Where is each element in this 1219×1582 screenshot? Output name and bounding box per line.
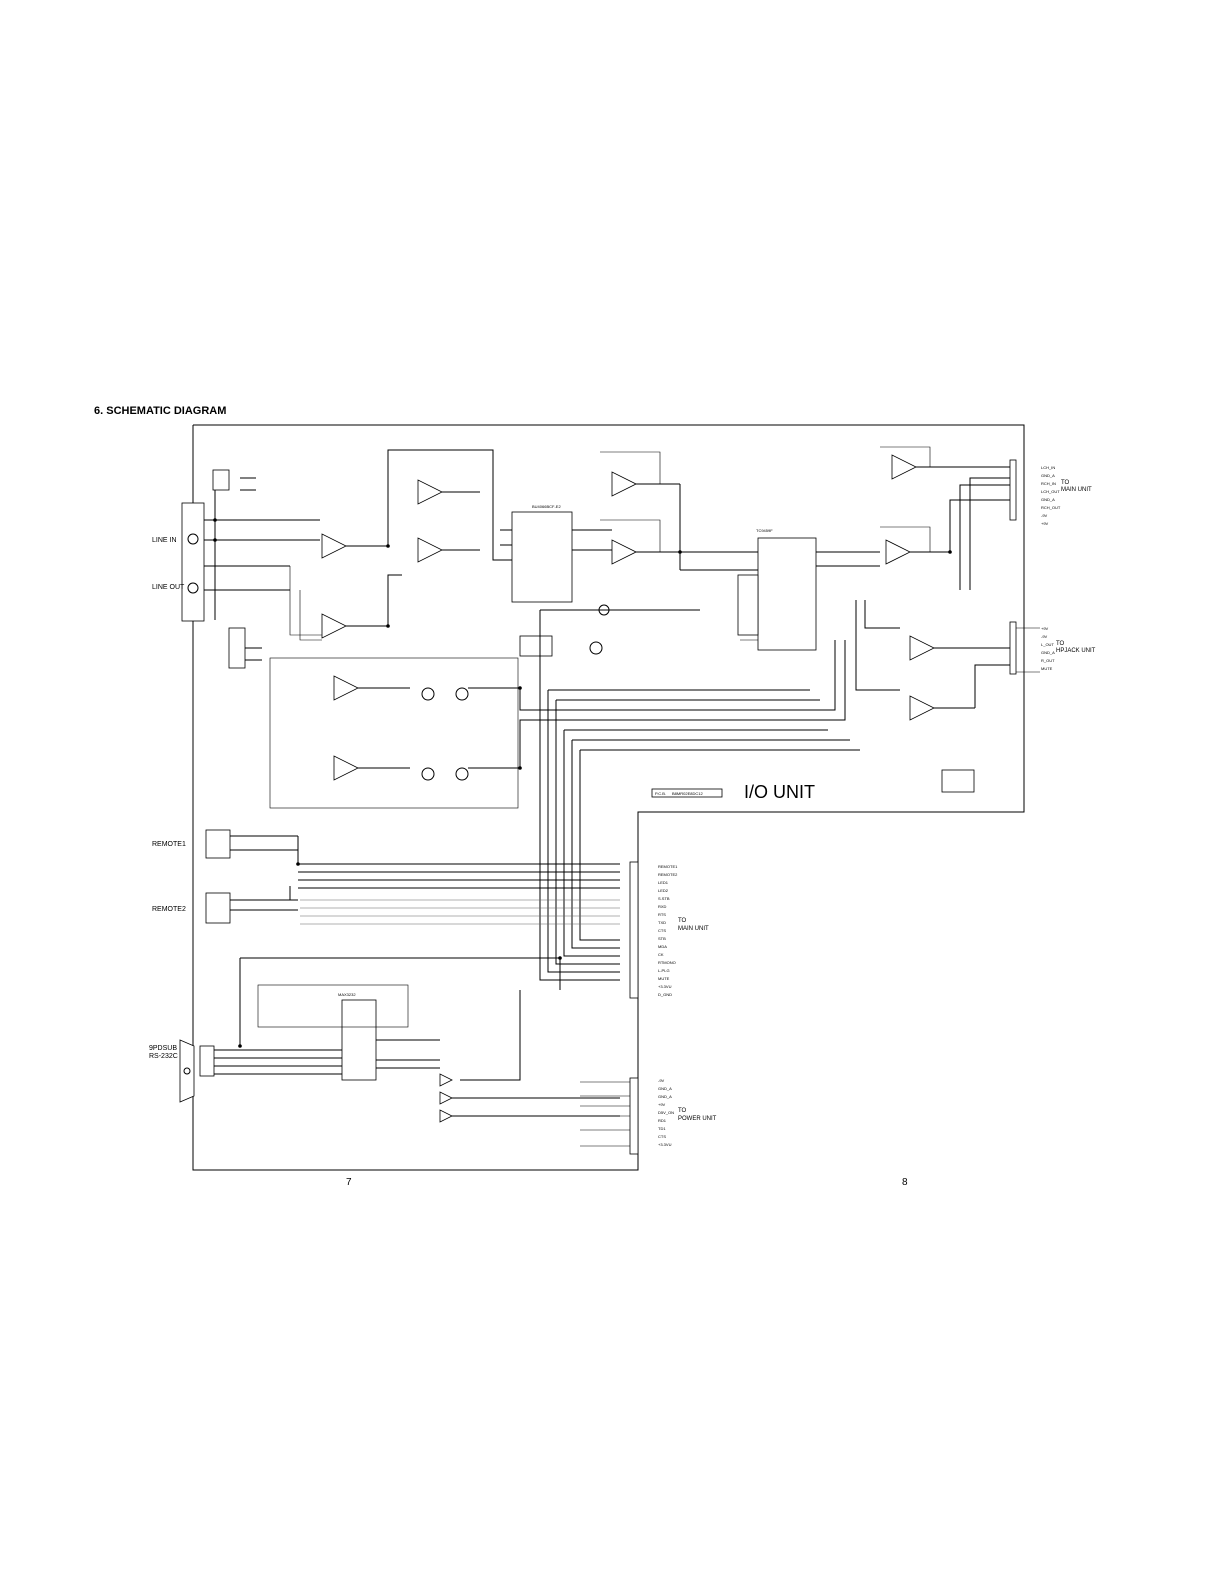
- j604-pin-7: RTS: [658, 912, 666, 917]
- rs232-section: MAX3232: [179, 958, 620, 1123]
- line-jack-block: [181, 469, 320, 669]
- connector-j610-pins: LCH_IN GND_A RCH_IN LCH_OUT GND_A RCH_OU…: [1041, 465, 1061, 526]
- headphone-section: [855, 600, 1040, 721]
- switch-ic-part: BU4066BCF-E2: [532, 504, 561, 509]
- j610-pin-7: -9V: [1041, 513, 1048, 518]
- j604-pin-9: CTS: [658, 928, 666, 933]
- connector-j604-pins: REMOTE1 REMOTE2 LED1 LED2 S.STB RXD RTS …: [658, 864, 678, 997]
- j610-pin-5: GND_A: [1041, 497, 1055, 502]
- connector-j605-pins: -9V GND_A GND_A +9V D5V_ON RD1 TD1 CTS +…: [658, 1078, 674, 1147]
- unit-title-block: P.C.B. B8MR02E8DC12 I/O UNIT: [651, 769, 975, 802]
- rs232-ic-part: MAX3232: [338, 992, 356, 997]
- pcb-part: B8MR02E8DC12: [672, 791, 703, 796]
- junction-dots: [213, 518, 952, 1048]
- rs232-label-2: RS-232C: [149, 1053, 178, 1060]
- j604-pin-16: +3.3VU: [658, 984, 672, 989]
- to-hp-2: HPJACK UNIT: [1056, 648, 1096, 654]
- j605-pin-4: +9V: [658, 1102, 666, 1107]
- j607-pin-5: R_OUT: [1041, 658, 1055, 663]
- remote1-label: REMOTE1: [152, 841, 186, 848]
- volume-ic-part: TC9459F: [756, 528, 773, 533]
- j610-pin-2: GND_A: [1041, 473, 1055, 478]
- j604-pin-5: S.STB: [658, 896, 670, 901]
- j607-pin-1: +9V: [1041, 626, 1049, 631]
- page-number-right: 8: [902, 1177, 908, 1188]
- page-heading: 6. SCHEMATIC DIAGRAM: [94, 405, 227, 417]
- unit-title: I/O UNIT: [744, 782, 815, 802]
- j605-pin-3: GND_A: [658, 1094, 672, 1099]
- j607-pin-6: MUTE: [1041, 666, 1053, 671]
- page-number-left: 7: [346, 1177, 352, 1188]
- j607-pin-3: L_OUT: [1041, 642, 1054, 647]
- connector-j610: [1009, 459, 1017, 521]
- j607-pin-2: -9V: [1041, 634, 1048, 639]
- input-opamps: [289, 449, 500, 641]
- j604-pin-1: REMOTE1: [658, 864, 678, 869]
- middle-opamps: [589, 451, 680, 655]
- j604-pin-17: D_GND: [658, 992, 672, 997]
- j605-pin-6: RD1: [658, 1118, 667, 1123]
- j604-pin-2: REMOTE2: [658, 872, 678, 877]
- connector-j605: [580, 1077, 639, 1155]
- remote-jacks: [205, 829, 299, 924]
- to-main-mid-1: TO: [678, 918, 687, 924]
- j604-pin-14: L-PLG: [658, 968, 670, 973]
- j604-pin-15: MUTE: [658, 976, 670, 981]
- volume-ic: TC9459F: [679, 484, 880, 651]
- to-main-mid-2: MAIN UNIT: [678, 926, 709, 932]
- signal-bus: [240, 609, 860, 1081]
- j610-pin-8: +9V: [1041, 521, 1049, 526]
- line-out-label: LINE OUT: [152, 584, 185, 591]
- to-power-2: POWER UNIT: [678, 1116, 717, 1122]
- j610-pin-6: RCH_OUT: [1041, 505, 1061, 510]
- j605-pin-2: GND_A: [658, 1086, 672, 1091]
- line-in-label: LINE IN: [152, 537, 177, 544]
- j604-pin-10: STB: [658, 936, 666, 941]
- to-hp-1: TO: [1056, 641, 1065, 647]
- remote2-label: REMOTE2: [152, 906, 186, 913]
- j605-pin-5: D5V_ON: [658, 1110, 674, 1115]
- j610-pin-4: LCH_OUT: [1041, 489, 1060, 494]
- to-power-1: TO: [678, 1108, 687, 1114]
- j607-pin-4: GND_A: [1041, 650, 1055, 655]
- j605-pin-9: +3.3VU: [658, 1142, 672, 1147]
- j604-pin-8: TXD: [658, 920, 666, 925]
- pcb-ref: P.C.B.: [655, 791, 666, 796]
- j610-pin-3: RCH_IN: [1041, 481, 1056, 486]
- j604-pin-12: CK: [658, 952, 664, 957]
- j610-pin-1: LCH_IN: [1041, 465, 1055, 470]
- to-main-top-2: MAIN UNIT: [1061, 487, 1092, 493]
- j605-pin-1: -9V: [658, 1078, 665, 1083]
- frame: [192, 424, 1025, 1171]
- j604-pin-3: LED1: [658, 880, 669, 885]
- connector-j607-pins: +9V -9V L_OUT GND_A R_OUT MUTE: [1041, 626, 1055, 671]
- output-opamps: [880, 446, 1010, 590]
- to-main-top-1: TO: [1061, 480, 1070, 486]
- j604-pin-6: RXD: [658, 904, 667, 909]
- rs232-label-1: 9PDSUB: [149, 1045, 177, 1052]
- j604-pin-13: RTMONO: [658, 960, 676, 965]
- j605-pin-7: TD1: [658, 1126, 666, 1131]
- switch-ic: BU4066BCF-E2: [500, 504, 612, 657]
- j604-pin-11: MDA: [658, 944, 667, 949]
- connector-j604: [629, 861, 639, 999]
- j605-pin-8: CTS: [658, 1134, 666, 1139]
- line-out-drivers: [269, 657, 520, 809]
- j604-pin-4: LED2: [658, 888, 669, 893]
